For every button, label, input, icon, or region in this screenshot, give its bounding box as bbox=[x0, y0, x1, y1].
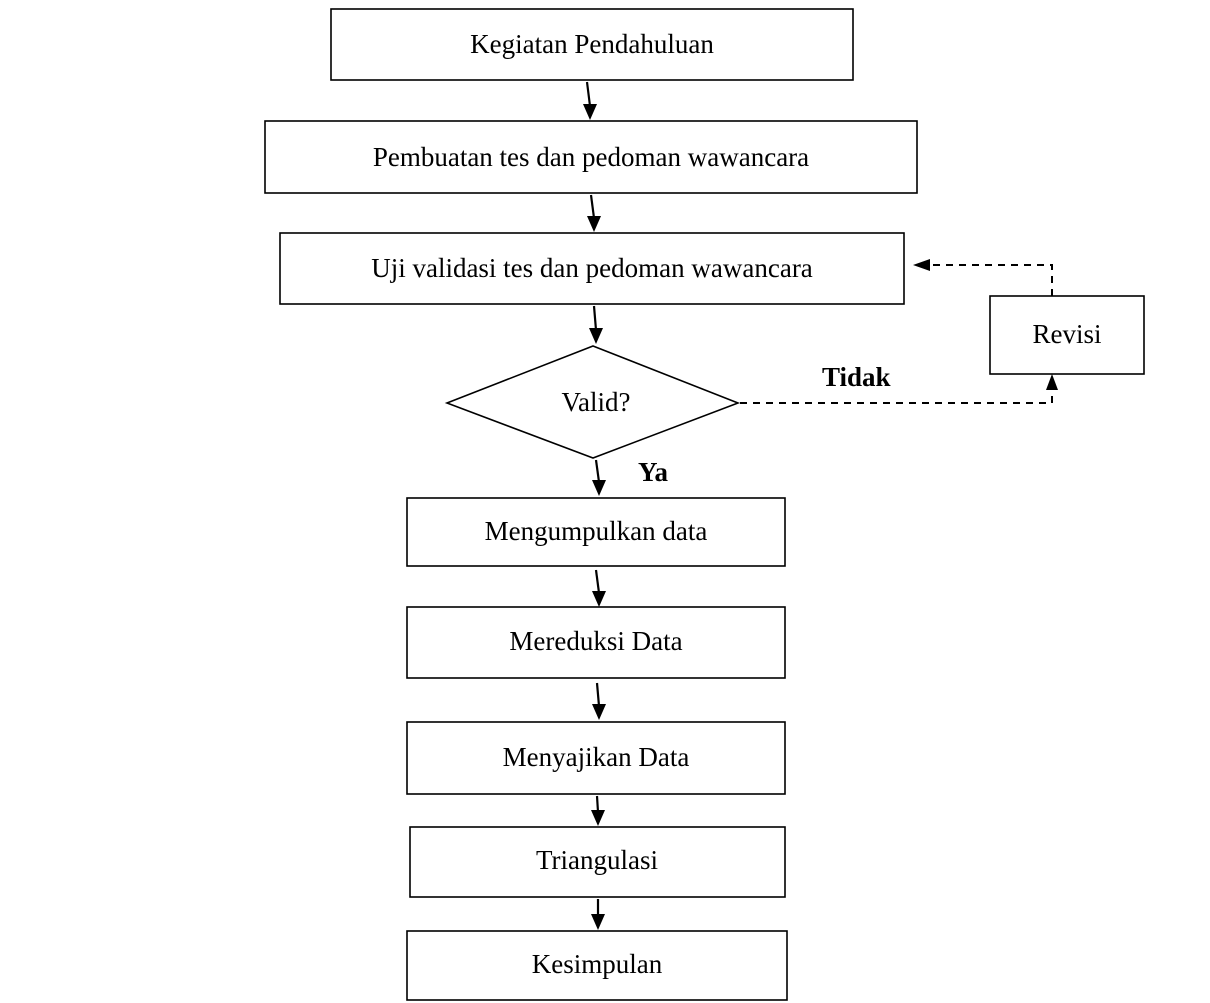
node-uji-validasi-label: Uji validasi tes dan pedoman wawancara bbox=[371, 253, 813, 283]
node-triangulasi-label: Triangulasi bbox=[536, 845, 658, 875]
node-kesimpulan: Kesimpulan bbox=[406, 930, 788, 1001]
node-mengumpulkan-data: Mengumpulkan data bbox=[406, 497, 786, 567]
node-mereduksi-data: Mereduksi Data bbox=[406, 606, 786, 679]
node-revisi: Revisi bbox=[989, 295, 1145, 375]
node-mereduksi-data-label: Mereduksi Data bbox=[509, 626, 682, 656]
edge-label-tidak: Tidak bbox=[822, 362, 891, 392]
node-menyajikan-data-label: Menyajikan Data bbox=[503, 742, 690, 772]
edge-valid-to-mengumpulkan bbox=[592, 459, 606, 496]
edge-revisi-to-uji bbox=[913, 259, 1053, 296]
edge-mereduksi-to-menyajikan bbox=[592, 682, 606, 720]
edge-kegiatan-to-pembuatan bbox=[583, 81, 597, 120]
node-triangulasi: Triangulasi bbox=[409, 826, 786, 898]
edge-label-ya: Ya bbox=[638, 457, 669, 487]
node-kesimpulan-label: Kesimpulan bbox=[532, 949, 663, 979]
edge-triangulasi-to-kesimpulan bbox=[591, 899, 605, 930]
node-uji-validasi: Uji validasi tes dan pedoman wawancara bbox=[279, 232, 905, 305]
edge-pembuatan-to-uji bbox=[587, 194, 601, 232]
node-revisi-label: Revisi bbox=[1032, 319, 1101, 349]
node-mengumpulkan-data-label: Mengumpulkan data bbox=[485, 516, 708, 546]
node-menyajikan-data: Menyajikan Data bbox=[406, 721, 786, 795]
node-kegiatan-pendahuluan: Kegiatan Pendahuluan bbox=[330, 8, 854, 81]
edge-valid-to-revisi bbox=[740, 374, 1058, 404]
edge-menyajikan-to-triangulasi bbox=[591, 795, 605, 826]
node-pembuatan-tes-label: Pembuatan tes dan pedoman wawancara bbox=[373, 142, 809, 172]
edge-uji-to-valid bbox=[589, 305, 603, 344]
node-valid-decision: Valid? bbox=[444, 345, 741, 459]
edge-mengumpulkan-to-mereduksi bbox=[592, 569, 606, 607]
node-pembuatan-tes: Pembuatan tes dan pedoman wawancara bbox=[264, 120, 918, 194]
node-kegiatan-pendahuluan-label: Kegiatan Pendahuluan bbox=[470, 29, 714, 59]
node-valid-decision-label: Valid? bbox=[562, 387, 631, 417]
